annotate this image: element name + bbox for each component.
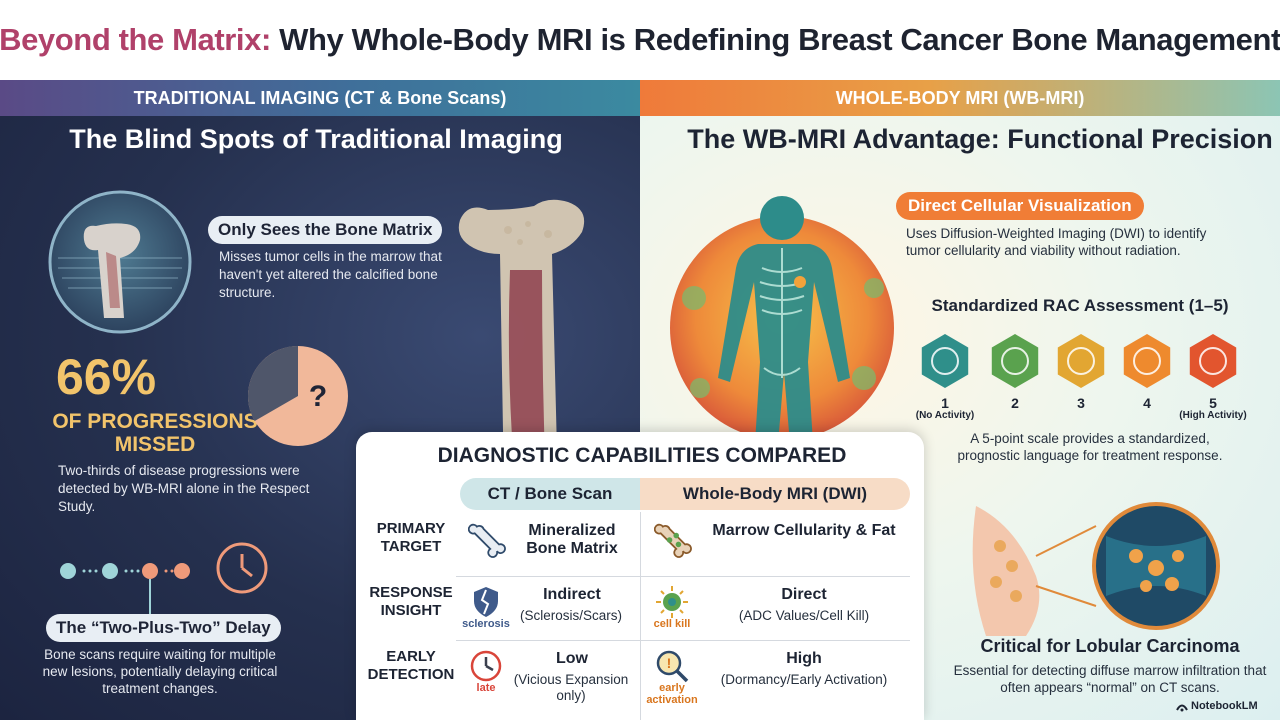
comparison-title: DIAGNOSTIC CAPABILITIES COMPARED [437, 444, 847, 467]
cell-icon [656, 586, 688, 618]
title-accent: Beyond the Matrix: [0, 22, 271, 57]
mri-response-caption: cell kill [653, 618, 691, 630]
ct-detection-value: Low [556, 650, 588, 667]
mri-detection-detail: (Dormancy/Early Activation) [720, 672, 888, 687]
bone-icon [468, 523, 506, 558]
direct-cellular-visualization-description: Uses Diffusion-Weighted Imaging (DWI) to… [906, 226, 1207, 258]
body-scan-illustration-icon [670, 196, 894, 492]
missed-progressions-percent: 66% [56, 349, 157, 405]
ct-target-value: Mineralized Bone Matrix [526, 522, 618, 557]
missed-progressions-label: OF PROGRESSIONS MISSED [52, 410, 258, 456]
mri-target-value: Marrow Cellularity & Fat [712, 522, 896, 539]
table-row: EARLY DETECTION late Low (Vicious Expans… [356, 640, 924, 706]
two-plus-two-delay-label: The “Two-Plus-Two” Delay [46, 614, 281, 642]
lobular-carcinoma-title: Critical for Lobular Carcinoma [980, 636, 1240, 656]
bone-matrix-description: Misses tumor cells in the marrow that ha… [219, 249, 442, 300]
row-label: EARLY DETECTION [367, 648, 455, 683]
ct-response-value: Indirect [543, 586, 601, 603]
mri-response-value: Direct [781, 586, 827, 603]
traditional-imaging-header-text: TRADITIONAL IMAGING (CT & Bone Scans) [133, 87, 507, 108]
lobular-carcinoma-description: Essential for detecting diffuse marrow i… [953, 663, 1267, 695]
rac-level-5-caption: (High Activity) [1179, 410, 1247, 421]
rac-level-3-number: 3 [1077, 395, 1085, 411]
rac-level-2-icon [991, 334, 1039, 388]
direct-cellular-visualization-label: Direct Cellular Visualization [896, 192, 1144, 220]
ct-detection-caption: late [476, 682, 496, 694]
rac-level-2: 2 [980, 334, 1050, 410]
mri-detection-value: High [786, 650, 822, 667]
mri-detection-caption: early activation [646, 682, 698, 706]
rac-level-3: 3 [1046, 334, 1116, 410]
ct-detection-detail: (Vicious Expansion only) [513, 672, 629, 703]
page-title: Beyond the Matrix: Why Whole-Body MRI is… [0, 22, 1280, 58]
bone-matrix-illustration-icon [48, 190, 192, 334]
wb-mri-header: WHOLE-BODY MRI (WB-MRI) [640, 80, 1280, 116]
rac-level-5-number: 5 [1209, 395, 1217, 411]
notebooklm-logo-icon [1176, 704, 1188, 712]
missed-pie-illustration-icon: ? [248, 346, 348, 446]
diagnostic-comparison-table: DIAGNOSTIC CAPABILITIES COMPARED CT / Bo… [356, 432, 924, 720]
clock-icon [470, 650, 502, 682]
wb-mri-heading: The WB-MRI Advantage: Functional Precisi… [687, 124, 1273, 154]
two-plus-two-delay-description: Bone scans require waiting for multiple … [42, 647, 278, 696]
column-header-mri: Whole-Body MRI (DWI) [640, 478, 910, 510]
column-header-ct: CT / Bone Scan [460, 478, 640, 510]
rac-level-1-icon [921, 334, 969, 388]
notebooklm-brand: NotebookLM [1176, 700, 1258, 712]
pie-question-mark: ? [309, 380, 327, 413]
rac-level-1-caption: (No Activity) [915, 410, 975, 421]
rac-level-1-number: 1 [941, 395, 949, 411]
row-label: RESPONSE INSIGHT [369, 584, 453, 619]
lobular-tissue-illustration-icon [972, 502, 1220, 636]
svg-text:!: ! [667, 655, 672, 671]
wb-mri-panel: WHOLE-BODY MRI (WB-MRI) The WB-MRI Advan… [640, 80, 1280, 720]
broken-shield-icon [474, 587, 498, 617]
row-divider [456, 576, 910, 577]
row-label: PRIMARY TARGET [376, 520, 446, 555]
rac-level-4: 4 [1112, 334, 1182, 410]
table-row: RESPONSE INSIGHT sclerosis Indirect (Scl… [356, 576, 924, 640]
ct-response-caption: sclerosis [462, 618, 510, 630]
rac-description: A 5-point scale provides a standardized,… [957, 431, 1223, 463]
mri-response-detail: (ADC Values/Cell Kill) [738, 608, 870, 623]
magnifier-icon: ! [656, 650, 689, 683]
marrow-cells-icon [654, 523, 692, 558]
title-rest: Why Whole-Body MRI is Redefining Breast … [270, 22, 1280, 57]
rac-level-4-number: 4 [1143, 395, 1151, 411]
traditional-imaging-header: TRADITIONAL IMAGING (CT & Bone Scans) [0, 80, 640, 116]
bone-matrix-label: Only Sees the Bone Matrix [208, 216, 443, 244]
column-divider [640, 512, 641, 720]
rac-level-5: 5 (High Activity) [1178, 334, 1248, 422]
rac-level-1: 1 (No Activity) [910, 334, 980, 422]
missed-progressions-description: Two-thirds of disease progressions were … [58, 463, 310, 514]
wb-mri-header-text: WHOLE-BODY MRI (WB-MRI) [835, 87, 1085, 108]
row-divider [456, 640, 910, 641]
traditional-imaging-panel: TRADITIONAL IMAGING (CT & Bone Scans) Th… [0, 80, 640, 720]
title-bar: Beyond the Matrix: Why Whole-Body MRI is… [0, 0, 1280, 80]
ct-response-detail: (Sclerosis/Scars) [519, 608, 622, 623]
delay-timeline-icon [60, 542, 268, 618]
rac-level-5-icon [1189, 334, 1237, 388]
table-row: PRIMARY TARGET Mineralized Bone Matrix M… [356, 512, 924, 576]
blind-spots-heading: The Blind Spots of Traditional Imaging [69, 124, 563, 154]
brand-text: NotebookLM [1191, 700, 1258, 712]
rac-level-2-number: 2 [1011, 395, 1019, 411]
rac-assessment-title: Standardized RAC Assessment (1–5) [931, 296, 1229, 315]
rac-level-4-icon [1123, 334, 1171, 388]
rac-level-3-icon [1057, 334, 1105, 388]
